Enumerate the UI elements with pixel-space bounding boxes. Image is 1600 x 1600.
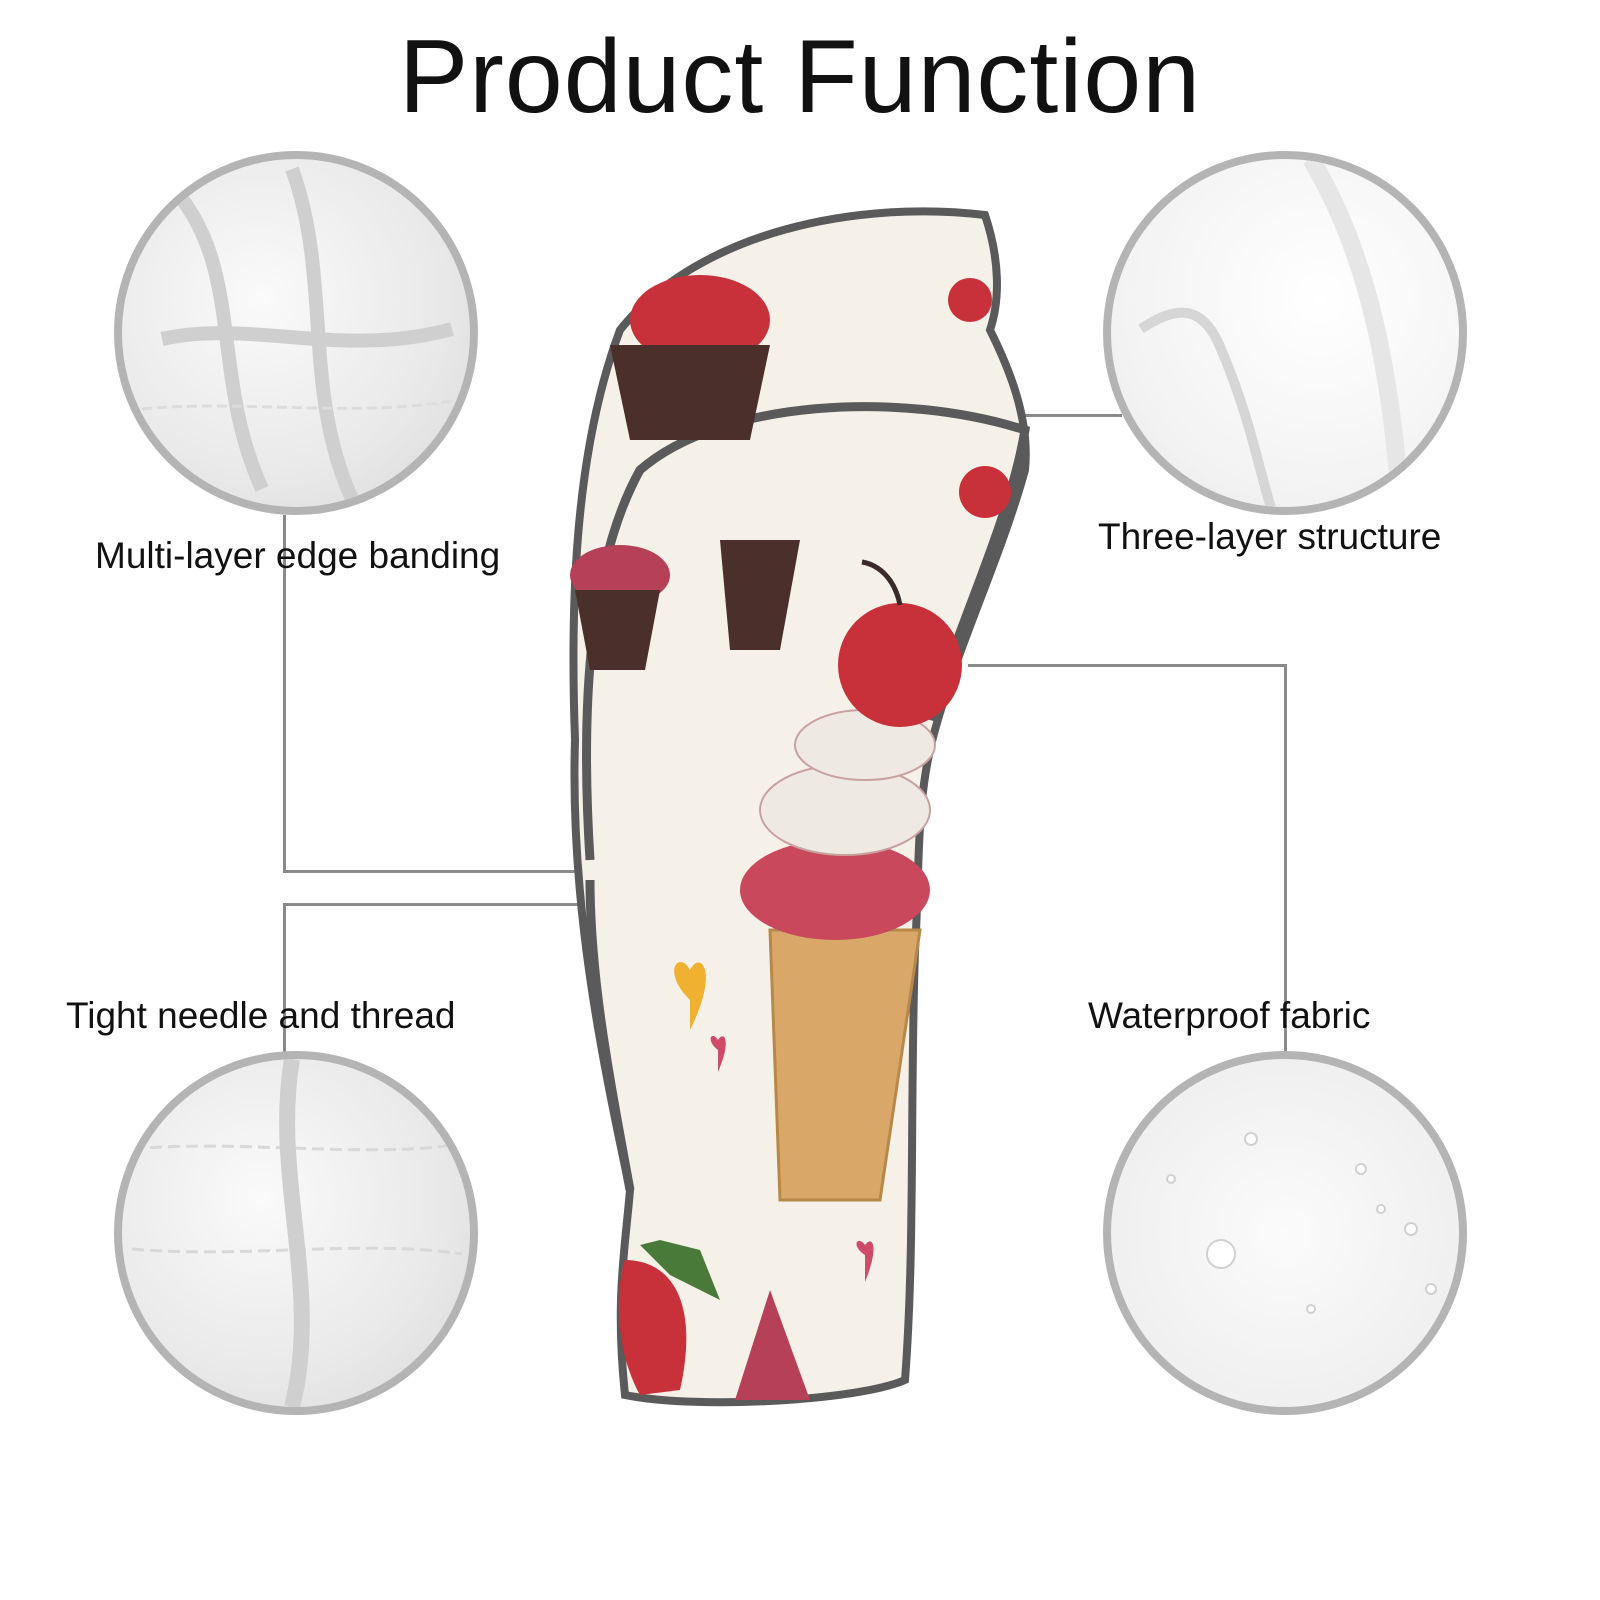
- connector-line: [1284, 664, 1287, 1054]
- feature-label-waterproof: Waterproof fabric: [1088, 995, 1371, 1036]
- feature-label-edge-banding: Multi-layer edge banding: [95, 535, 501, 576]
- page-title: Product Function: [398, 19, 1202, 135]
- detail-circle-three-layer: [1103, 151, 1467, 515]
- connector-line: [283, 903, 286, 1053]
- cupcake-icon: [570, 540, 800, 670]
- connector-line: [283, 515, 286, 873]
- cherry-icon: [959, 466, 1011, 518]
- side-trim: [585, 879, 635, 1191]
- connector-line: [968, 664, 1287, 667]
- heart-icon: [856, 1240, 874, 1282]
- strawberry-icon: [735, 1290, 810, 1400]
- detail-circle-waterproof: [1103, 1051, 1467, 1415]
- feature-label-three-layer: Three-layer structure: [1098, 516, 1442, 557]
- detail-circle-stitching: [114, 1051, 478, 1415]
- strawberry-icon: [618, 1240, 720, 1395]
- ice-cream-cone-icon: [740, 559, 962, 1202]
- detail-circle-edge-banding: [114, 151, 478, 515]
- cupcake-icon: [610, 275, 770, 440]
- connector-line: [1025, 414, 1122, 417]
- heart-icon: [674, 961, 706, 1030]
- connector-line: [283, 903, 593, 906]
- connector-line: [283, 870, 593, 873]
- feature-label-stitching: Tight needle and thread: [66, 995, 456, 1036]
- cherry-icon: [948, 278, 992, 322]
- heart-icon: [710, 1035, 726, 1072]
